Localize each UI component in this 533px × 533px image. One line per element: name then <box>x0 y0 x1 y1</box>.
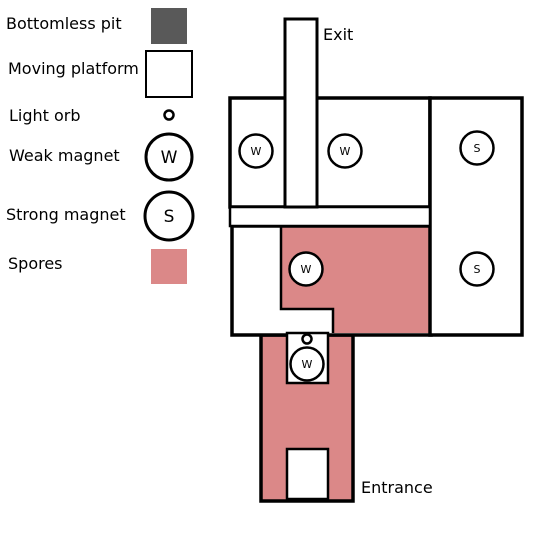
weak-magnet-symbol: W <box>301 263 312 276</box>
legend-spores-label: Spores <box>8 254 63 273</box>
legend-strong-magnet-icon: S <box>143 190 195 242</box>
strong-magnet-symbol: S <box>164 207 175 227</box>
middle-room-spores <box>282 226 431 333</box>
connecting-corridor <box>228 205 432 228</box>
legend-weak-magnet-label: Weak magnet <box>9 146 120 165</box>
weak-magnet-entrance: W <box>289 346 325 382</box>
legend-moving-platform-swatch <box>145 50 193 98</box>
legend-weak-magnet-icon: W <box>144 132 194 182</box>
entrance-platform <box>285 447 330 501</box>
legend-light-orb-icon <box>163 109 175 121</box>
exit-shaft <box>283 17 319 209</box>
strong-magnet-top-right: S <box>459 130 495 166</box>
strong-magnet-symbol: S <box>474 142 481 155</box>
strong-magnet-right: S <box>459 251 495 287</box>
legend-spores-swatch <box>151 249 187 284</box>
weak-magnet-symbol: W <box>161 148 178 168</box>
legend-light-orb-label: Light orb <box>9 106 81 125</box>
strong-magnet-symbol: S <box>474 263 481 276</box>
weak-magnet-top-center: W <box>327 133 363 169</box>
legend-pit-swatch <box>151 8 187 44</box>
legend-bottomless-pit-label: Bottomless pit <box>6 14 122 33</box>
exit-label: Exit <box>323 25 354 44</box>
weak-magnet-top-left: W <box>238 133 274 169</box>
weak-magnet-symbol: W <box>302 358 313 371</box>
light-orb <box>301 333 313 345</box>
weak-magnet-middle: W <box>288 251 324 287</box>
legend-moving-platform-label: Moving platform <box>8 59 139 78</box>
weak-magnet-symbol: W <box>340 145 351 158</box>
weak-magnet-symbol: W <box>251 145 262 158</box>
entrance-label: Entrance <box>361 478 433 497</box>
legend-strong-magnet-label: Strong magnet <box>6 205 126 224</box>
